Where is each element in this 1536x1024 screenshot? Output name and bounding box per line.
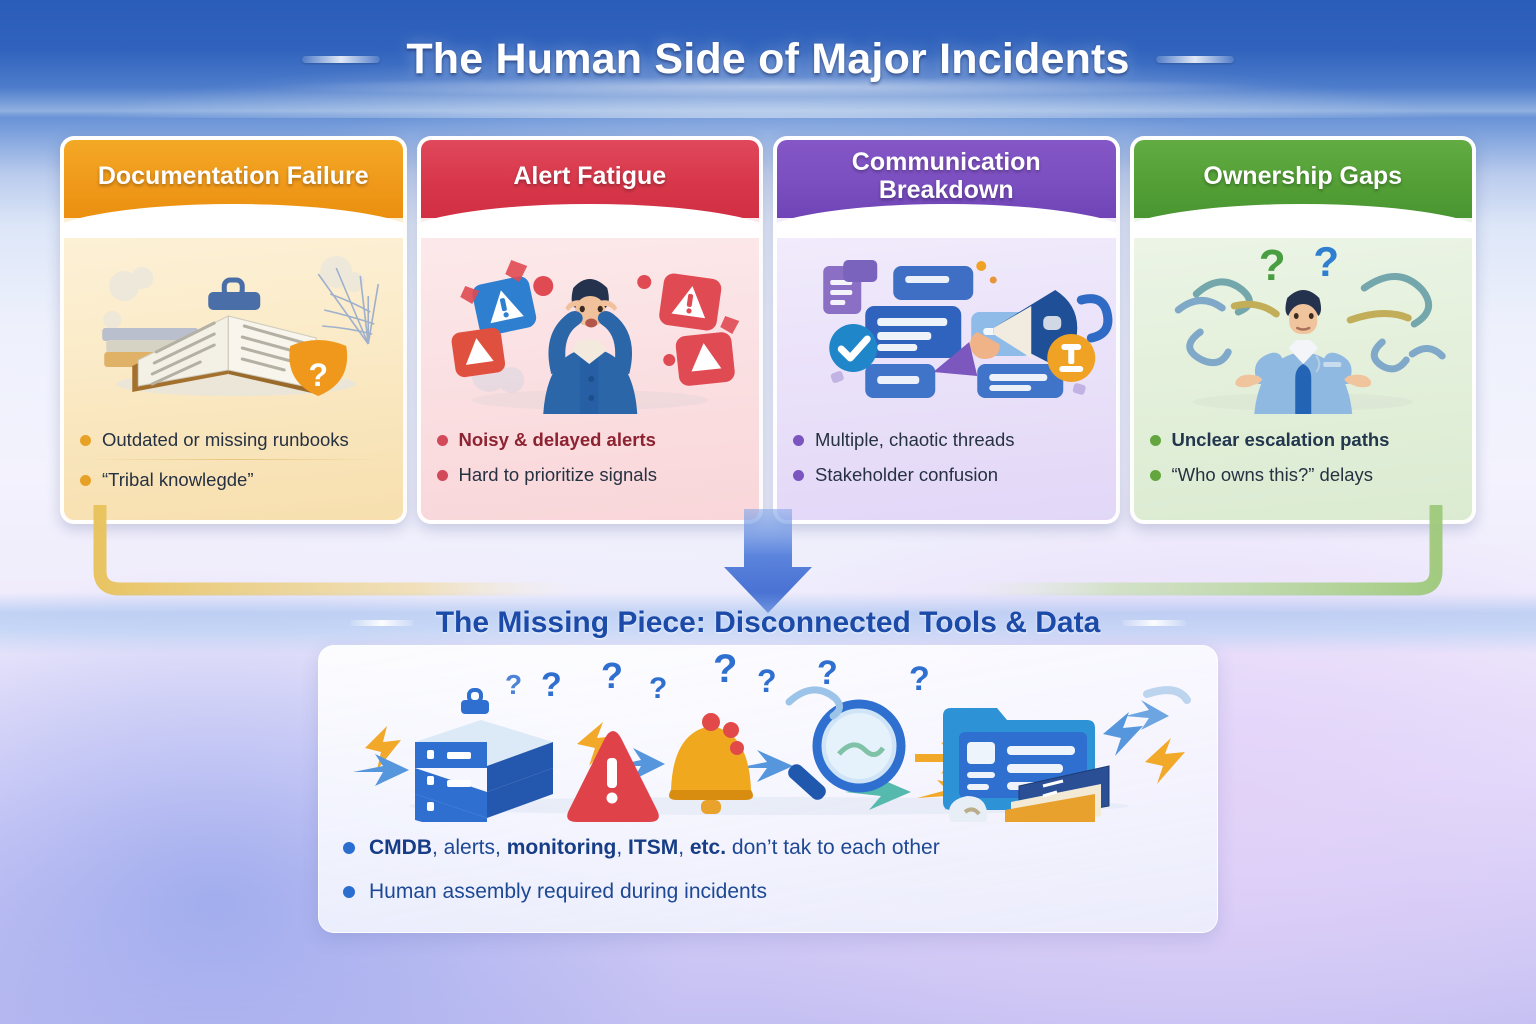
card-body-communication: Multiple, chaotic threads Stakeholder co… [777,218,1116,520]
bullet-text: CMDB, alerts, monitoring, ITSM, etc. don… [369,836,940,859]
svg-text:?: ? [649,672,667,705]
illustration-open-runbook: ? [64,224,403,414]
bullet-text: Unclear escalation paths [1171,429,1390,450]
bullet-dot-icon [436,470,448,482]
card-alert-fatigue[interactable]: Alert Fatigue [416,136,763,524]
card-header-ownership: Ownership Gaps [1133,140,1473,238]
svg-text:?: ? [1313,238,1339,285]
bullet-text: “Tribal knowlegde” [102,469,254,491]
bullet-dot-icon [343,842,355,854]
card-body-alert: Noisy & delayed alerts Hard to prioritiz… [421,218,760,520]
card-title-documentation: Documentation Failure [97,162,369,190]
bullet-text: Outdated or missing runbooks [102,429,349,450]
card-communication-breakdown[interactable]: Communication Breakdown [773,136,1120,524]
problem-cards-row: Documentation Failure [60,136,1476,524]
page-title: The Human Side of Major Incidents [406,34,1130,83]
bullet-dot-icon [436,435,448,446]
connector-layer [0,500,1536,625]
bullet-dot-icon [80,475,91,487]
svg-text:?: ? [817,654,838,692]
bottom-right-dash-icon [1122,620,1187,626]
card-bullets-alert: Noisy & delayed alerts Hard to prioritiz… [421,414,760,520]
list-item: Hard to prioritize signals [436,457,744,492]
missing-piece-panel: ? ? ? ? ? ? ? ? [318,645,1218,933]
list-item: Human assembly required during incidents [343,870,1203,914]
svg-text:?: ? [505,669,522,700]
card-header-documentation: Documentation Failure [63,140,403,238]
svg-text:?: ? [308,357,328,393]
bullet-text: Stakeholder confusion [815,464,999,486]
bullet-text: Human assembly required during incidents [369,880,768,904]
bottom-heading-band: The Missing Piece: Disconnected Tools & … [0,592,1536,654]
list-item: CMDB, alerts, monitoring, ITSM, etc. don… [343,826,1203,870]
missing-piece-bullets: CMDB, alerts, monitoring, ITSM, etc. don… [343,826,1203,915]
bottom-heading-row: The Missing Piece: Disconnected Tools & … [349,606,1187,640]
title-banner: The Human Side of Major Incidents [0,0,1536,118]
banner-right-dash-icon [1155,55,1234,63]
list-item: Stakeholder confusion [793,457,1100,492]
card-title-alert: Alert Fatigue [513,162,667,190]
svg-text:?: ? [713,650,737,691]
bullet-divider [82,459,385,461]
list-item: Outdated or missing runbooks [80,422,387,457]
svg-text:?: ? [1258,241,1285,290]
card-header-alert: Alert Fatigue [420,140,760,238]
card-header-communication: Communication Breakdown [776,140,1116,238]
card-body-ownership: ? ? [1134,218,1473,520]
svg-text:?: ? [757,663,777,699]
list-item: Multiple, chaotic threads [793,422,1100,457]
svg-text:?: ? [601,655,623,696]
bullet-dot-icon [343,886,355,899]
card-documentation-failure[interactable]: Documentation Failure [60,136,407,524]
bullet-dot-icon [80,435,91,446]
card-title-ownership: Ownership Gaps [1203,162,1403,190]
bullet-dot-icon [1149,435,1161,446]
card-bullets-communication: Multiple, chaotic threads Stakeholder co… [777,414,1116,520]
bullet-dot-icon [793,470,804,482]
card-title-communication: Communication Breakdown [851,148,1041,204]
svg-text:?: ? [909,660,930,698]
banner-row: The Human Side of Major Incidents [302,34,1234,84]
list-item: “Tribal knowlegde” [80,462,387,497]
svg-text:?: ? [541,666,562,704]
illustration-stressed-person [421,224,760,414]
bottom-section-title: The Missing Piece: Disconnected Tools & … [435,606,1101,639]
bullet-text: Hard to prioritize signals [458,464,657,486]
card-body-documentation: ? Outdated or missing runbooks “Tribal k… [64,218,403,520]
bullet-dot-icon [1149,470,1161,482]
list-item: Unclear escalation paths [1149,422,1457,457]
list-item: “Who owns this?” delays [1149,457,1457,492]
card-ownership-gaps[interactable]: Ownership Gaps [1129,136,1476,524]
list-item: Noisy & delayed alerts [436,422,744,457]
banner-left-dash-icon [302,55,381,63]
bullet-text: Noisy & delayed alerts [458,429,656,450]
illustration-disconnected-tools: ? ? ? ? ? ? ? ? [319,647,1217,840]
bullet-text: “Who owns this?” delays [1171,464,1374,486]
illustration-chat-and-megaphone [777,224,1116,414]
card-bullets-ownership: Unclear escalation paths “Who owns this?… [1134,414,1473,520]
illustration-shrugging-person: ? ? [1134,224,1473,414]
card-bullets-documentation: Outdated or missing runbooks “Tribal kno… [64,414,403,520]
bullet-text: Multiple, chaotic threads [815,429,1015,450]
bullet-dot-icon [793,435,804,446]
bottom-left-dash-icon [349,620,414,626]
